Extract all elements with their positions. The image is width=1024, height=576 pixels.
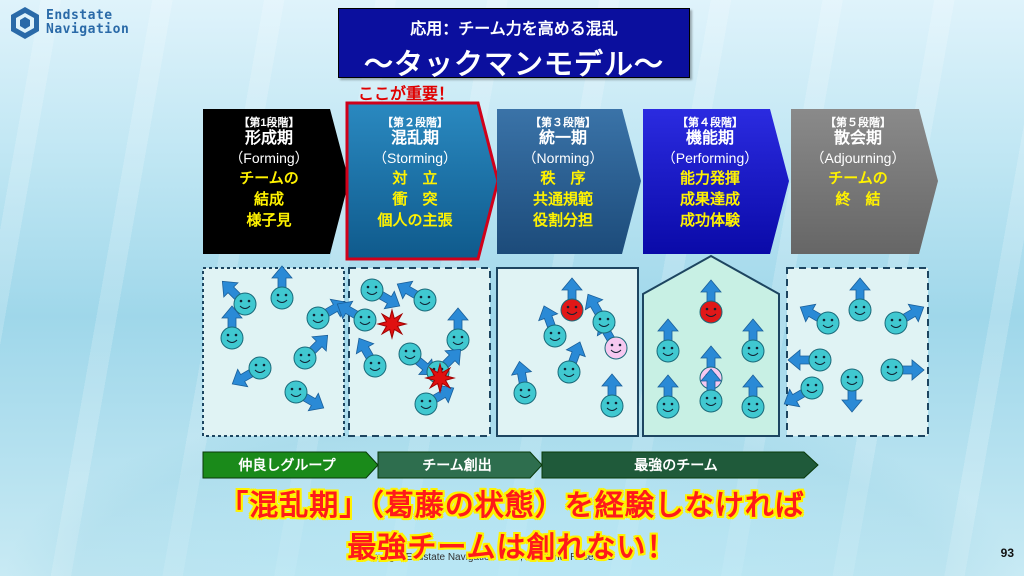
stage-4: 【第４段階】 機能期 （Performing） 能力発揮 成果達成 成功体験: [643, 114, 777, 231]
member-face-icon: [231, 356, 272, 388]
member-face-icon: [741, 318, 765, 363]
phase-arrow-1: [202, 451, 379, 479]
member-face-icon: [221, 280, 257, 316]
member-face-icon: [336, 300, 377, 332]
stage-4-name: 機能期: [685, 130, 734, 147]
stage-4-label: 【第４段階】: [677, 117, 743, 129]
member-face-icon: [884, 303, 925, 335]
stage-1-desc-1: チームの: [239, 170, 299, 187]
stage-2-desc-1: 対 立: [392, 170, 438, 187]
stage-arrow-2: [345, 101, 500, 261]
stage-3: 【第３段階】 統一期 （Norming） 秩 序 共通規範 役割分担: [497, 114, 629, 231]
stage-4-desc-1: 能力発揮: [679, 170, 740, 187]
member-face-icon: [880, 358, 925, 382]
member-face-icon: [656, 318, 680, 363]
title-line2: 〜タックマンモデル〜: [363, 49, 664, 81]
member-face-icon: [783, 376, 824, 408]
logo: Endstate Navigation: [8, 6, 129, 40]
member-face-icon: [600, 373, 624, 418]
phase-arrow-3: [541, 451, 819, 479]
member-face-icon: [557, 341, 586, 384]
message-line1: 「混乱期」（葛藤の状態）を経験しなければ: [219, 490, 805, 522]
member-face-icon: [787, 348, 832, 372]
member-face-icon: [414, 384, 455, 416]
member-face-icon: [699, 368, 723, 413]
stage-3-desc-1: 秩 序: [540, 170, 586, 187]
stage-2: 【第２段階】 混乱期 （Storming） 対 立 衝 突 個人の主張: [349, 114, 481, 231]
stage-1-name: 形成期: [244, 130, 293, 147]
member-face-icon: [699, 279, 723, 324]
logo-line2: Navigation: [46, 22, 130, 37]
message-line2: 最強チームは創れない！: [347, 532, 677, 564]
stage-2-desc-2: 衝 突: [392, 191, 438, 208]
member-face-icon: [360, 278, 401, 310]
stage-4-desc-3: 成功体験: [679, 212, 740, 229]
stage-1-en: （Forming）: [229, 150, 309, 166]
member-face-icon: [446, 307, 470, 352]
member-face-icon: [560, 277, 584, 322]
stage-3-label: 【第３段階】: [530, 117, 596, 129]
phase-arrow-2: [377, 451, 543, 479]
stage-3-en: （Norming）: [522, 150, 604, 166]
stage-1-label: 【第1段階】: [238, 117, 300, 129]
member-face-icon: [584, 293, 616, 334]
member-face-icon: [396, 280, 437, 312]
stage-arrow-4: [643, 109, 789, 254]
member-face-icon: [220, 305, 244, 350]
member-face-icon: [799, 303, 840, 335]
conflict-burst-icon: [424, 362, 456, 394]
stage-arrow-1: [203, 109, 349, 254]
stage-3-name: 統一期: [538, 130, 587, 147]
member-face-icon: [741, 374, 765, 419]
stage-4-en: （Performing）: [661, 150, 759, 166]
logo-hex-icon: [11, 7, 39, 39]
member-face-icon: [656, 374, 680, 419]
conflict-burst-icon: [376, 308, 408, 340]
member-face-icon: [293, 334, 329, 370]
member-face-icon: [284, 380, 325, 412]
stage-5-desc-1: チームの: [828, 170, 888, 187]
stage-1: 【第1段階】 形成期 （Forming） チームの 結成 様子見: [203, 114, 335, 231]
member-face-icon: [848, 277, 872, 322]
stage-2-desc-3: 個人の主張: [377, 212, 453, 229]
title-box: 応用：チーム力を高める混乱 〜タックマンモデル〜: [338, 8, 690, 81]
stage-3-desc-3: 役割分担: [532, 212, 593, 229]
logo-line1: Endstate: [46, 8, 113, 23]
phase-2-label: チーム創出: [422, 457, 492, 473]
page-number: 93: [1000, 546, 1014, 560]
member-face-icon: [355, 337, 387, 378]
member-face-icon: [270, 265, 294, 310]
phase-1-label: 仲良しグループ: [238, 457, 336, 473]
phase-3-label: 最強のチーム: [634, 457, 718, 473]
stage-arrow-3: [497, 109, 641, 254]
stage-arrow-5: [791, 109, 938, 254]
member-face-icon: [510, 360, 537, 405]
title-line1: 応用：チーム力を高める混乱: [410, 21, 618, 38]
stage-5-label: 【第５段階】: [825, 117, 891, 129]
member-face-icon: [538, 305, 567, 348]
stage-3-desc-2: 共通規範: [532, 191, 593, 208]
copyright: Copyright Endstate Navigation 2024, All …: [360, 552, 613, 563]
stage-5-desc-2: 終 結: [835, 191, 881, 208]
stage-2-en: （Storming）: [372, 150, 458, 166]
stage-5-name: 散会期: [833, 130, 882, 147]
stage-5: 【第５段階】 散会期 （Adjourning） チームの 終 結: [791, 114, 925, 210]
stage-2-name: 混乱期: [390, 130, 439, 147]
stage-5-en: （Adjourning）: [810, 150, 906, 166]
stage-4-desc-2: 成果達成: [679, 191, 740, 208]
important-callout: ここが重要！: [358, 86, 455, 103]
member-face-icon: [840, 368, 864, 413]
stage-1-desc-2: 結成: [253, 191, 284, 208]
stage-2-label: 【第２段階】: [382, 117, 448, 129]
stage-1-desc-3: 様子見: [246, 212, 292, 229]
